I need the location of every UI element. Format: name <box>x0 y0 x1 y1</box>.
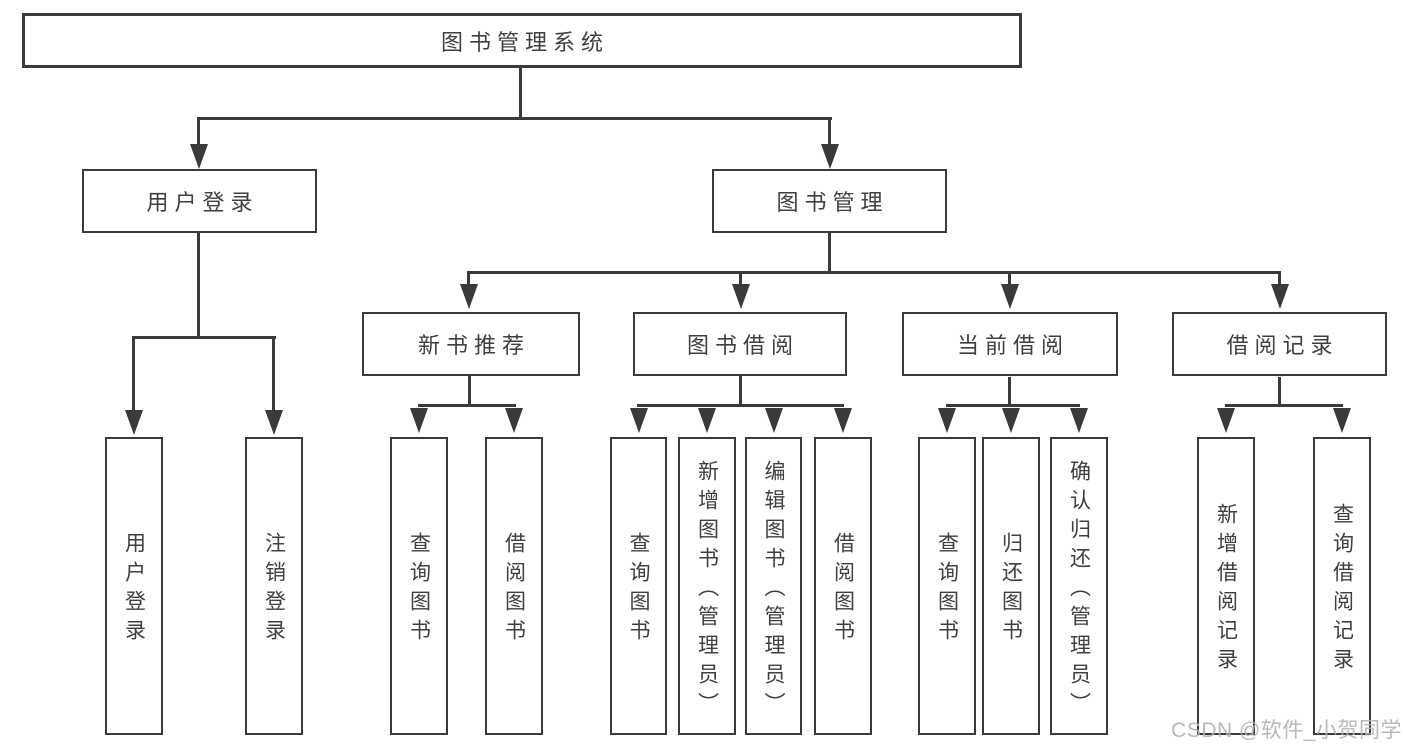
arrow-down <box>1002 408 1020 433</box>
connector <box>828 232 831 273</box>
leaf-add-books-admin: 新增图书（管理员） <box>678 437 736 735</box>
node-label: 借阅图书 <box>502 532 526 648</box>
leaf-user-login: 用户登录 <box>105 437 163 735</box>
arrow-down <box>630 408 648 433</box>
arrow-down <box>1333 408 1351 433</box>
arrow-down <box>125 410 143 435</box>
connector <box>1225 404 1343 407</box>
connector <box>468 375 471 406</box>
arrow-down <box>505 408 523 433</box>
node-label: 查询图书 <box>627 532 650 648</box>
arrow-down <box>834 408 852 433</box>
connector <box>132 336 135 410</box>
watermark: CSDN @软件_小贺同学 <box>1171 719 1402 742</box>
connector <box>1278 377 1281 405</box>
node-label: 用户登录 <box>146 190 259 215</box>
node-label: 当前借阅 <box>956 333 1069 358</box>
arrow-down <box>821 144 839 169</box>
connector <box>739 376 742 406</box>
arrow-down <box>938 408 956 433</box>
node-current-borrowing: 当前借阅 <box>902 312 1118 376</box>
leaf-edit-books-admin: 编辑图书（管理员） <box>745 437 802 735</box>
node-label: 图书管理 <box>776 190 889 215</box>
node-library-management-system: 图书管理系统 <box>22 13 1022 68</box>
connector <box>418 404 516 407</box>
connector <box>198 117 832 120</box>
leaf-return-books: 归还图书 <box>982 437 1040 735</box>
connector <box>739 271 742 285</box>
node-new-book-recommendation: 新书推荐 <box>362 312 580 376</box>
node-label: 查询图书 <box>407 532 431 648</box>
node-label: 编辑图书（管理员） <box>762 459 785 721</box>
node-label: 借阅记录 <box>1226 333 1339 358</box>
connector <box>828 117 831 145</box>
connector <box>272 336 275 410</box>
arrow-down <box>190 144 208 169</box>
connector <box>1008 271 1011 285</box>
arrow-down <box>698 408 716 433</box>
leaf-query-books-current: 查询图书 <box>918 437 976 735</box>
node-book-borrowing: 图书借阅 <box>633 312 847 376</box>
arrow-down <box>410 408 428 433</box>
arrow-down <box>1001 284 1019 309</box>
node-label: 新增借阅记录 <box>1214 503 1238 677</box>
connector <box>133 336 276 339</box>
node-label: 图书管理系统 <box>440 29 609 55</box>
node-book-management: 图书管理 <box>712 169 947 233</box>
connector <box>197 232 200 336</box>
leaf-borrow-books: 借阅图书 <box>814 437 872 735</box>
arrow-down <box>1070 408 1088 433</box>
arrow-down <box>732 284 750 309</box>
connector <box>1278 271 1281 285</box>
leaf-logout-login: 注销登录 <box>245 437 303 735</box>
node-label: 查询借阅记录 <box>1330 503 1354 677</box>
connector <box>1008 377 1011 406</box>
leaf-confirm-return-admin: 确认归还（管理员） <box>1050 437 1108 735</box>
connector <box>467 271 470 285</box>
node-label: 新书推荐 <box>417 333 530 358</box>
node-label: 确认归还（管理员） <box>1067 459 1091 721</box>
node-label: 归还图书 <box>999 532 1023 648</box>
leaf-query-borrow-record: 查询借阅记录 <box>1313 437 1371 735</box>
node-user-login: 用户登录 <box>82 169 317 233</box>
leaf-query-books-borrow: 查询图书 <box>610 437 667 735</box>
connector <box>637 404 844 407</box>
connector <box>519 68 522 118</box>
arrow-down <box>1217 408 1235 433</box>
node-label: 借阅图书 <box>831 532 855 648</box>
node-borrowing-records: 借阅记录 <box>1172 312 1387 376</box>
arrow-down <box>1271 284 1289 309</box>
leaf-add-borrow-record: 新增借阅记录 <box>1197 437 1255 735</box>
leaf-borrow-books-recommend: 借阅图书 <box>485 437 543 735</box>
node-label: 新增图书（管理员） <box>695 459 719 721</box>
node-label: 图书借阅 <box>686 333 799 358</box>
connector <box>946 404 1080 407</box>
arrow-down <box>765 408 783 433</box>
node-label: 注销登录 <box>262 532 286 648</box>
connector <box>197 117 200 145</box>
node-label: 查询图书 <box>935 532 959 648</box>
leaf-query-books-recommend: 查询图书 <box>390 437 448 735</box>
arrow-down <box>460 284 478 309</box>
node-label: 用户登录 <box>122 532 146 648</box>
connector <box>468 271 1281 274</box>
arrow-down <box>265 410 283 435</box>
